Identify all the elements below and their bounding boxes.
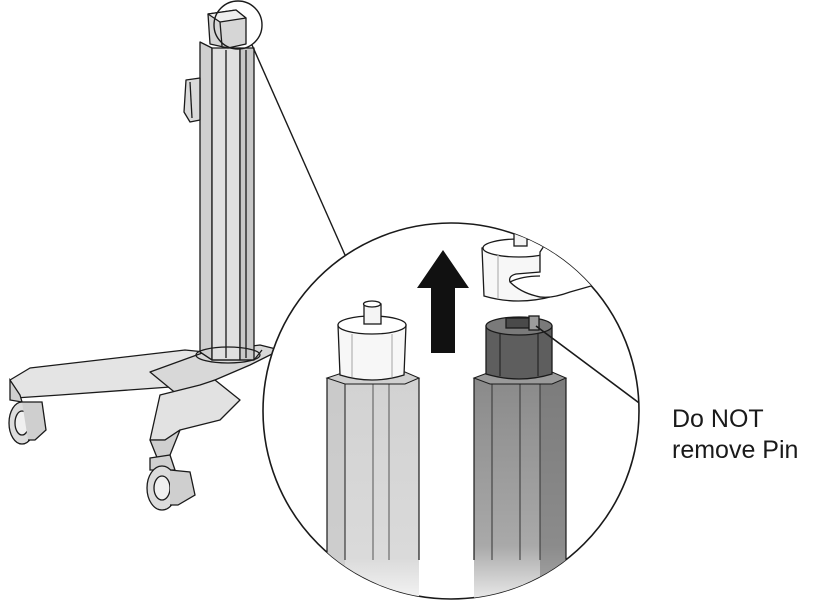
caster-left	[8, 377, 47, 445]
zoom-indicator-circle	[213, 0, 263, 50]
zoom-connector-line	[251, 44, 346, 256]
pin-leader-line	[535, 325, 639, 421]
callout-line-2: remove Pin	[672, 436, 799, 464]
pin-callout-label: Do NOT remove Pin	[672, 404, 812, 466]
detail-view	[262, 222, 640, 600]
right-pole	[472, 371, 568, 599]
left-pole	[325, 371, 421, 599]
caster-front	[146, 454, 196, 511]
cart-pole	[183, 9, 263, 364]
pin	[528, 315, 540, 331]
pole-plug-with-pin	[485, 315, 553, 380]
left-pole-cap	[337, 300, 407, 381]
lift-up-arrow	[417, 250, 469, 353]
callout-line-1: Do NOT	[672, 405, 764, 433]
cart-base	[9, 344, 281, 461]
